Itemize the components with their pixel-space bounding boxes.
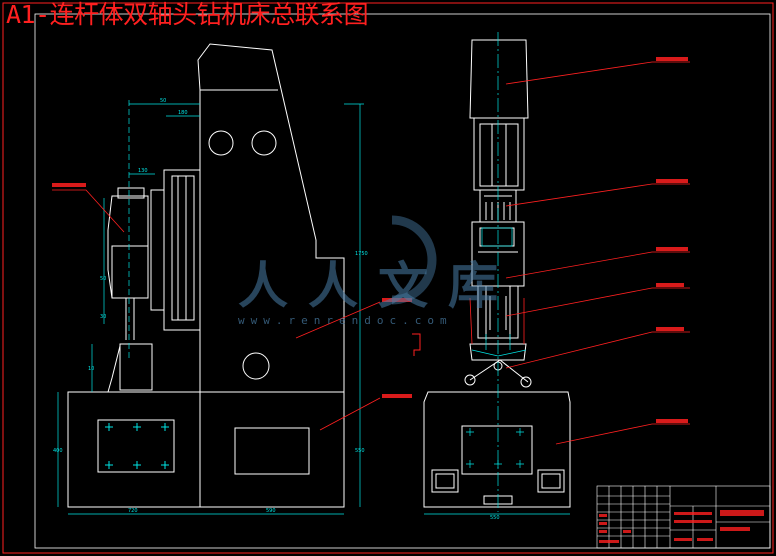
front-view <box>67 43 345 508</box>
side-view <box>423 39 571 508</box>
side-leaders <box>469 61 690 445</box>
dim-side-0: 550 <box>490 515 500 521</box>
watermark-logo <box>391 215 437 305</box>
column-hole-right <box>251 130 277 156</box>
dim-front-3: 50 <box>100 276 106 282</box>
front-base <box>67 391 345 508</box>
front-dimension-lines <box>57 100 364 515</box>
dim-front-1: 180 <box>178 110 188 116</box>
dim-front-6: 400 <box>53 448 63 454</box>
side-top-housing <box>469 39 529 119</box>
title-block-text-marks <box>599 510 764 543</box>
spindle-head <box>107 195 149 299</box>
front-base-panel <box>97 419 175 473</box>
drawing-title: A1-连杆体双轴头钻机床总联系图 <box>6 0 369 29</box>
dim-front-8: 590 <box>266 508 276 514</box>
front-base-door <box>234 427 310 475</box>
front-leaders <box>52 189 381 431</box>
dim-front-10: 550 <box>355 448 365 454</box>
side-slot-left <box>431 469 459 493</box>
title-block <box>596 485 771 549</box>
front-leader-labels <box>52 183 412 398</box>
dim-front-5: 10 <box>88 366 94 372</box>
dim-front-7: 720 <box>128 508 138 514</box>
side-slot-right <box>537 469 565 493</box>
side-linkage <box>469 343 527 361</box>
side-centerline <box>424 32 570 515</box>
dim-front-9: 1750 <box>355 251 368 257</box>
front-fixture <box>119 343 153 391</box>
side-base-panel <box>461 425 533 475</box>
front-column <box>197 43 345 393</box>
dim-front-4: 30 <box>100 314 106 320</box>
red-detail <box>412 333 421 356</box>
side-base <box>423 391 571 508</box>
watermark-text: 人人文库 <box>238 257 518 315</box>
front-panel-marks <box>105 423 169 469</box>
side-leader-labels <box>656 57 688 423</box>
watermark-url: www.renrendoc.com <box>238 314 453 327</box>
dim-front-2: 130 <box>138 168 148 174</box>
dim-front-0: 50 <box>160 98 166 104</box>
front-dimension-texts: 50 180 130 50 30 10 400 720 590 1750 550 <box>53 98 368 514</box>
column-hole-left <box>208 130 234 156</box>
column-hole-lower <box>242 352 270 380</box>
